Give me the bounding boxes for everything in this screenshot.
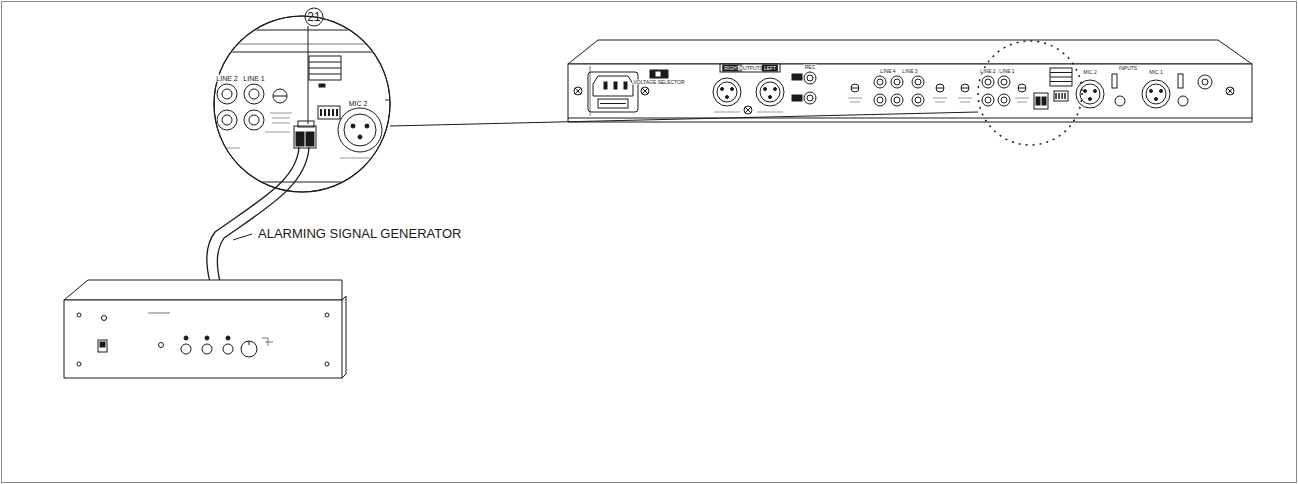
zoom-label: LINE 1	[242, 75, 265, 82]
callout-label: ALARMING SIGNAL GENERATOR	[257, 227, 462, 240]
panel-label: LEFT	[762, 65, 778, 72]
zoom-label: MIC 2	[348, 100, 369, 107]
callout-circle	[305, 8, 323, 26]
panel-label: MIC 1	[1148, 70, 1163, 75]
zoom-leader	[390, 112, 978, 126]
panel-label: LINE 4	[879, 69, 896, 74]
panel-label: MIC 2	[1082, 70, 1097, 75]
alarm-generator	[64, 280, 346, 378]
cable	[217, 147, 309, 282]
panel-label: LINE 1	[998, 69, 1015, 74]
zoom-label: LINE 2	[215, 75, 238, 82]
zoom-detail	[200, 16, 400, 192]
panel-label: OUTPUTS	[738, 66, 764, 71]
callout-number: 21	[307, 11, 320, 23]
panel-label: REC	[804, 65, 817, 70]
panel-label: LINE 2	[979, 69, 996, 74]
label-leader	[233, 234, 252, 240]
panel-label: INPUTS	[1118, 66, 1138, 71]
panel-label: VOLTAGE SELECTOR	[632, 80, 685, 85]
panel-label: LINE 3	[901, 69, 918, 74]
callout-leader	[308, 26, 309, 124]
rack-unit	[568, 40, 1252, 145]
cable	[207, 147, 299, 282]
